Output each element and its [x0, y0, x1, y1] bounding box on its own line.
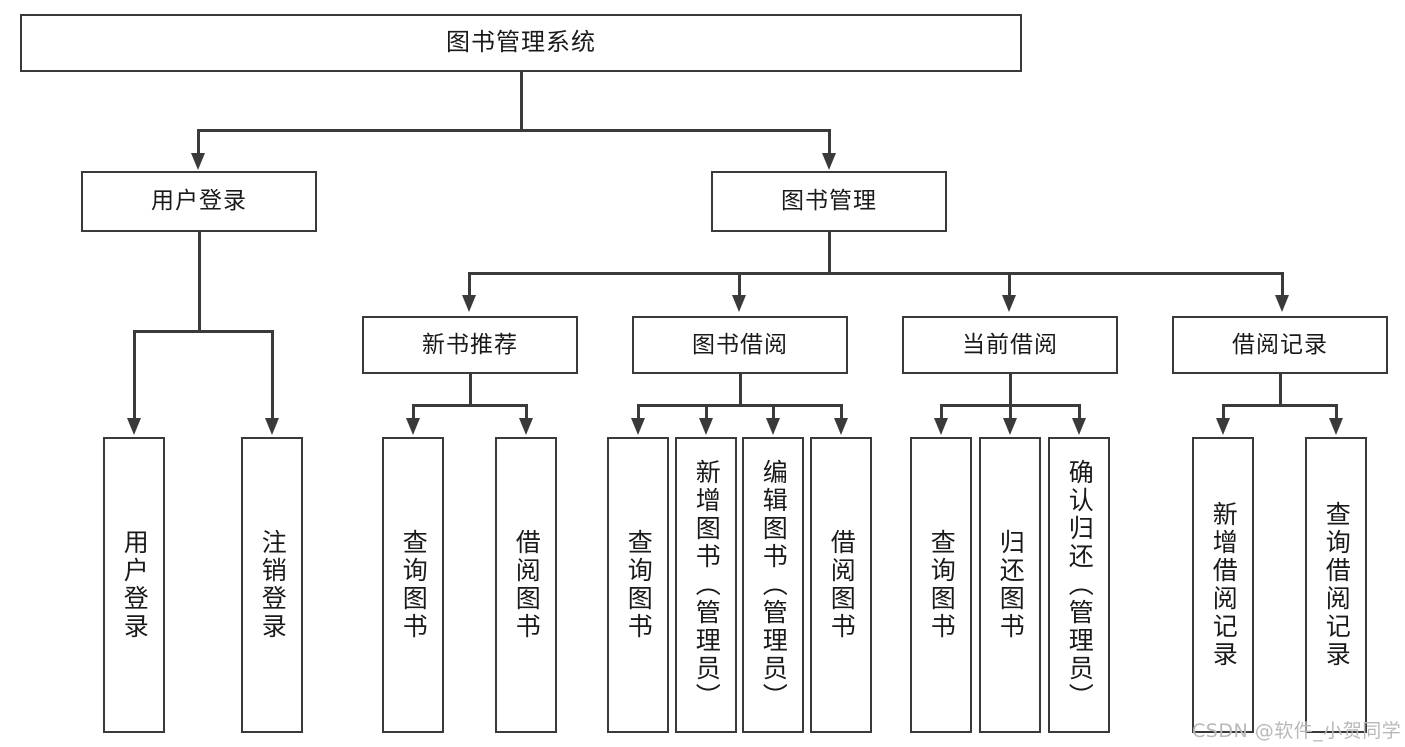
- node-label: 查询图书: [624, 529, 654, 641]
- connector-current-borrow-to-leaf-2: [1009, 404, 1012, 420]
- node-label: 编辑图书（管理员）: [759, 459, 789, 711]
- node-leaf-borrow-book-1[interactable]: 借阅图书: [495, 437, 557, 733]
- node-label: 确认归还（管理员）: [1065, 459, 1095, 711]
- connector-book-borrow-to-leaf-2: [705, 404, 708, 420]
- connector-book-borrow-stem: [739, 374, 742, 406]
- arrowhead-current-borrow-to-leaf-3: [1072, 418, 1086, 435]
- node-leaf-edit-book[interactable]: 编辑图书（管理员）: [742, 437, 804, 733]
- arrowhead-book-borrow-to-leaf-4: [834, 418, 848, 435]
- arrowhead-new-book-to-leaf-2: [519, 418, 533, 435]
- connector-current-borrow-stem: [1009, 374, 1012, 406]
- node-label: 新书推荐: [422, 331, 518, 358]
- arrowhead-user-login-to-leaf-1: [127, 418, 141, 435]
- connector-borrow-record-bus: [1222, 404, 1337, 407]
- node-borrow-record[interactable]: 借阅记录: [1172, 316, 1388, 374]
- node-label: 查询借阅记录: [1322, 501, 1352, 669]
- connector-book-borrow-to-leaf-3: [772, 404, 775, 420]
- connector-book-borrow-to-leaf-4: [840, 404, 843, 420]
- node-current-borrow[interactable]: 当前借阅: [902, 316, 1118, 374]
- connector-new-book-bus: [412, 404, 527, 407]
- node-label: 注销登录: [258, 529, 288, 641]
- connector-user-login-to-leaf-1: [133, 330, 136, 420]
- node-label: 图书借阅: [692, 331, 788, 358]
- node-label: 借阅图书: [827, 529, 857, 641]
- node-label: 查询图书: [927, 529, 957, 641]
- arrowhead-book-manage-to-current-borrow: [1002, 295, 1016, 312]
- node-leaf-return-book[interactable]: 归还图书: [979, 437, 1041, 733]
- connector-user-login-bus: [133, 330, 273, 333]
- node-leaf-add-book[interactable]: 新增图书（管理员）: [675, 437, 737, 733]
- connector-book-manage-to-new-book: [468, 272, 471, 297]
- arrowhead-book-borrow-to-leaf-2: [699, 418, 713, 435]
- node-leaf-query-book-1[interactable]: 查询图书: [382, 437, 444, 733]
- arrowhead-book-borrow-to-leaf-1: [631, 418, 645, 435]
- node-book-borrow[interactable]: 图书借阅: [632, 316, 848, 374]
- arrowhead-book-manage-to-book-borrow: [732, 295, 746, 312]
- node-leaf-borrow-book-2[interactable]: 借阅图书: [810, 437, 872, 733]
- arrowhead-root-to-user-login: [191, 153, 205, 170]
- node-leaf-query-book-3[interactable]: 查询图书: [910, 437, 972, 733]
- node-label: 图书管理系统: [446, 28, 596, 57]
- connector-root-bus: [197, 129, 831, 132]
- connector-user-login-to-leaf-2: [271, 330, 274, 420]
- node-label: 查询图书: [399, 529, 429, 641]
- connector-book-manage-to-current-borrow: [1008, 272, 1011, 297]
- connector-book-borrow-bus: [637, 404, 842, 407]
- node-root-book-management-system[interactable]: 图书管理系统: [20, 14, 1022, 72]
- connector-root-to-user-login: [197, 129, 200, 156]
- arrowhead-book-borrow-to-leaf-3: [766, 418, 780, 435]
- connector-user-login-stem: [198, 232, 201, 331]
- node-label: 用户登录: [151, 188, 247, 215]
- node-leaf-logout-login[interactable]: 注销登录: [241, 437, 303, 733]
- node-label: 借阅图书: [512, 529, 542, 641]
- connector-new-book-to-leaf-1: [412, 404, 415, 420]
- connector-new-book-stem: [469, 374, 472, 406]
- node-leaf-query-record[interactable]: 查询借阅记录: [1305, 437, 1367, 733]
- arrowhead-borrow-record-to-leaf-1: [1216, 418, 1230, 435]
- arrowhead-root-to-book-manage: [822, 153, 836, 170]
- connector-book-manage-stem: [828, 232, 831, 274]
- arrowhead-user-login-to-leaf-2: [265, 418, 279, 435]
- arrowhead-current-borrow-to-leaf-2: [1003, 418, 1017, 435]
- node-label: 当前借阅: [962, 331, 1058, 358]
- node-leaf-confirm-return[interactable]: 确认归还（管理员）: [1048, 437, 1110, 733]
- node-label: 新增图书（管理员）: [692, 459, 722, 711]
- node-leaf-user-login[interactable]: 用户登录: [103, 437, 165, 733]
- arrowhead-new-book-to-leaf-1: [406, 418, 420, 435]
- arrowhead-borrow-record-to-leaf-2: [1329, 418, 1343, 435]
- connector-borrow-record-to-leaf-1: [1222, 404, 1225, 420]
- connector-book-borrow-to-leaf-1: [637, 404, 640, 420]
- connector-root-to-book-manage: [828, 129, 831, 156]
- arrowhead-book-manage-to-borrow-record: [1275, 295, 1289, 312]
- node-user-login[interactable]: 用户登录: [81, 171, 317, 232]
- node-label: 归还图书: [996, 529, 1026, 641]
- connector-new-book-to-leaf-2: [525, 404, 528, 420]
- node-label: 用户登录: [120, 529, 150, 641]
- connector-current-borrow-to-leaf-3: [1078, 404, 1081, 420]
- connector-book-manage-to-book-borrow: [738, 272, 741, 297]
- node-leaf-add-record[interactable]: 新增借阅记录: [1192, 437, 1254, 733]
- connector-current-borrow-to-leaf-1: [940, 404, 943, 420]
- connector-book-manage-to-borrow-record: [1281, 272, 1284, 297]
- connector-book-manage-bus: [468, 272, 1284, 275]
- node-new-book-recommend[interactable]: 新书推荐: [362, 316, 578, 374]
- node-book-manage[interactable]: 图书管理: [711, 171, 947, 232]
- node-label: 新增借阅记录: [1209, 501, 1239, 669]
- connector-borrow-record-stem: [1279, 374, 1282, 406]
- node-label: 借阅记录: [1232, 331, 1328, 358]
- csdn-watermark: CSDN @软件_小贺同学: [1192, 720, 1402, 742]
- arrowhead-current-borrow-to-leaf-1: [934, 418, 948, 435]
- connector-root-stem: [520, 72, 523, 130]
- node-leaf-query-book-2[interactable]: 查询图书: [607, 437, 669, 733]
- node-label: 图书管理: [781, 188, 877, 215]
- connector-borrow-record-to-leaf-2: [1335, 404, 1338, 420]
- arrowhead-book-manage-to-new-book: [462, 295, 476, 312]
